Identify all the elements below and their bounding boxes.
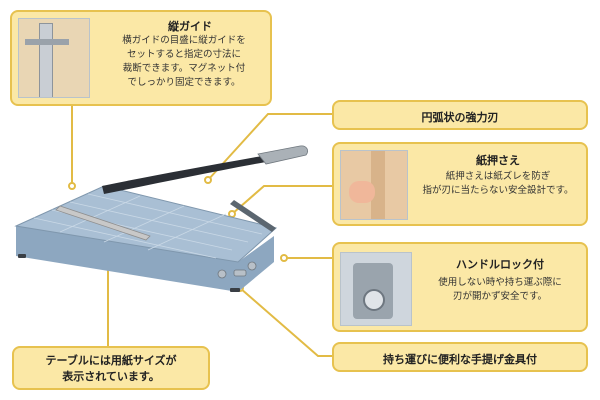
cutter-hardware — [217, 261, 257, 279]
callout-table-sizes: テーブルには用紙サイズが 表示されています。 — [12, 346, 210, 390]
cutter-handle — [257, 145, 308, 165]
finger-shape — [349, 181, 375, 203]
handle-lock-desc-line: 使用しない時や持ち運ぶ際に — [438, 277, 562, 288]
handle-lock-desc: 使用しない時や持ち運ぶ際に 刃が開かず安全です。 — [416, 276, 584, 304]
callout-carry-handle: 持ち運びに便利な手提げ金具付 — [332, 342, 588, 372]
handle-lock-title: ハンドルロック付 — [456, 258, 544, 271]
callout-paper-presser: 紙押さえ 紙押さえは紙ズレを防ぎ 指が刃に当たらない安全設計です。 — [332, 142, 588, 226]
cutter-rail — [230, 200, 276, 232]
vertical-guide-desc: 横ガイドの目盛に縦ガイドを セットすると指定の寸法に 裁断できます。マグネット付… — [100, 34, 268, 90]
table-sizes-line: テーブルには用紙サイズが — [45, 354, 177, 367]
vertical-guide-desc-line: 裁断できます。マグネット付 — [122, 63, 246, 74]
handle-lock-desc-line: 刃が開かず安全です。 — [452, 291, 548, 302]
vertical-guide-title: 縦ガイド — [168, 20, 212, 33]
vertical-guide-desc-line: でしっかり固定できます。 — [127, 77, 241, 88]
table-sizes-text: テーブルには用紙サイズが 表示されています。 — [14, 353, 208, 385]
cutter-blade-arm — [102, 156, 266, 194]
vertical-guide-photo — [18, 18, 90, 98]
guide-bar-shape — [39, 23, 53, 97]
paper-presser-title: 紙押さえ — [476, 154, 520, 167]
handle-lock-photo — [340, 252, 412, 326]
vertical-guide-desc-line: セットすると指定の寸法に — [126, 49, 241, 60]
callout-handle-lock: ハンドルロック付 使用しない時や持ち運ぶ際に 刃が開かず安全です。 — [332, 242, 588, 332]
vertical-guide-desc-line: 横ガイドの目盛に縦ガイドを — [122, 35, 246, 46]
table-guide-bar — [55, 205, 151, 241]
carry-handle-title: 持ち運びに便利な手提げ金具付 — [383, 353, 537, 366]
leader-arc-blade — [207, 113, 332, 181]
leader-carry-handle — [239, 287, 332, 357]
cutter-base-side — [16, 226, 274, 292]
table-grid — [33, 193, 263, 259]
callout-arc-blade: 円弧状の強力刃 — [332, 100, 588, 130]
arc-blade-title: 円弧状の強力刃 — [421, 111, 499, 124]
paper-presser-photo — [340, 150, 408, 220]
paper-presser-desc-line: 指が刃に当たらない安全設計です。 — [422, 185, 574, 196]
cutter-feet — [18, 254, 240, 292]
table-sizes-line: 表示されています。 — [62, 370, 160, 383]
paper-presser-desc-line: 紙押さえは紙ズレを防ぎ — [445, 171, 551, 182]
leader-paper-presser — [231, 185, 332, 215]
paper-presser-desc: 紙押さえは紙ズレを防ぎ 指が刃に当たらない安全設計です。 — [412, 170, 584, 198]
lock-knob-shape — [363, 289, 385, 311]
callout-vertical-guide: 縦ガイド 横ガイドの目盛に縦ガイドを セットすると指定の寸法に 裁断できます。マ… — [10, 10, 272, 106]
guide-clamp-shape — [25, 39, 69, 45]
paper-strip-shape — [371, 151, 385, 219]
